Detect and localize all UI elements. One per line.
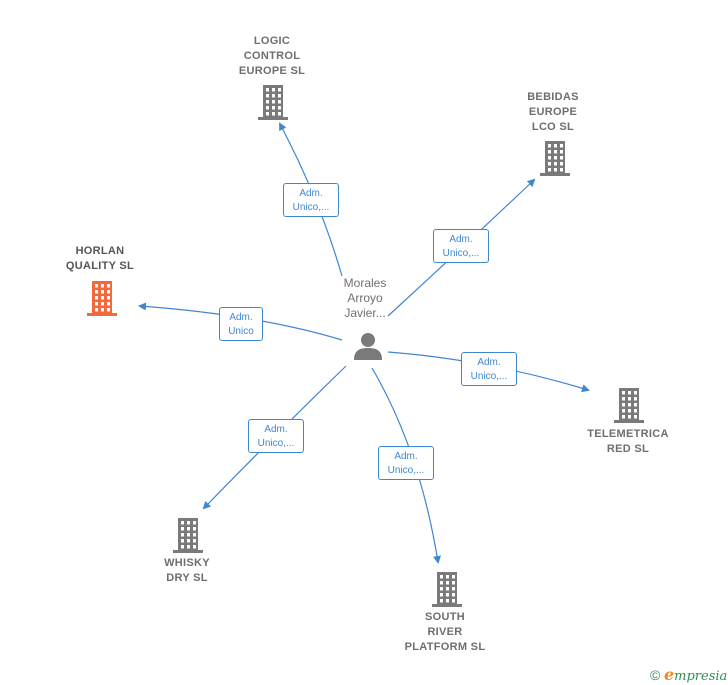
company-name-line: CONTROL bbox=[243, 50, 301, 62]
company-label-telemetrica-red-sl[interactable]: TELEMETRICA RED SL bbox=[558, 427, 698, 457]
empresia-logo[interactable]: empresia bbox=[663, 665, 728, 684]
company-name-line: LCO SL bbox=[531, 121, 575, 133]
relationship-line: Adm. bbox=[449, 234, 473, 245]
relationship-line: Unico,... bbox=[442, 248, 480, 259]
relationship-badge-bebidas-europe-lco-sl[interactable]: Adm. Unico,... bbox=[433, 229, 489, 263]
company-name-line: SOUTH bbox=[425, 611, 465, 623]
center-person-name[interactable]: Morales Arroyo Javier... bbox=[343, 276, 387, 320]
company-label-bebidas-europe-lco-sl[interactable]: BEBIDAS EUROPE LCO SL bbox=[483, 90, 623, 135]
relationship-line: Unico,... bbox=[257, 438, 295, 449]
building-icon[interactable] bbox=[613, 387, 645, 423]
relationship-line: Unico bbox=[228, 326, 254, 337]
company-name-line: RIVER bbox=[427, 626, 463, 638]
company-name-line: RED SL bbox=[606, 443, 650, 455]
relationship-line: Unico,... bbox=[387, 465, 425, 476]
company-name-line: TELEMETRICA bbox=[587, 428, 669, 440]
relationship-line: Adm. bbox=[477, 357, 501, 368]
relationship-badge-whisky-dry-sl[interactable]: Adm. Unico,... bbox=[248, 419, 304, 453]
relationship-badge-horlan-quality-sl[interactable]: Adm. Unico bbox=[219, 307, 263, 341]
footer-brand: © empresia bbox=[650, 665, 727, 684]
relationship-line: Adm. bbox=[299, 188, 323, 199]
relationship-badge-logic-control-europe-sl[interactable]: Adm. Unico,... bbox=[283, 183, 339, 217]
company-name-line: BEBIDAS bbox=[527, 91, 579, 103]
building-icon[interactable] bbox=[431, 571, 463, 607]
company-label-whisky-dry-sl[interactable]: WHISKY DRY SL bbox=[117, 556, 257, 586]
building-icon[interactable] bbox=[257, 84, 289, 120]
relationship-line: Adm. bbox=[394, 451, 418, 462]
building-icon[interactable] bbox=[539, 140, 571, 176]
building-icon[interactable] bbox=[86, 280, 118, 316]
company-name-line: WHISKY bbox=[164, 557, 210, 569]
company-label-logic-control-europe-sl[interactable]: LOGIC CONTROL EUROPE SL bbox=[202, 34, 342, 79]
relationship-line: Adm. bbox=[229, 312, 253, 323]
relationship-badge-telemetrica-red-sl[interactable]: Adm. Unico,... bbox=[461, 352, 517, 386]
company-name-line: EUROPE SL bbox=[238, 65, 306, 77]
company-name-line: QUALITY SL bbox=[65, 260, 135, 272]
company-label-horlan-quality-sl[interactable]: HORLAN QUALITY SL bbox=[30, 244, 170, 274]
relationship-line: Adm. bbox=[264, 424, 288, 435]
company-label-south-river-platform-sl[interactable]: SOUTH RIVER PLATFORM SL bbox=[375, 610, 515, 655]
relationship-badge-south-river-platform-sl[interactable]: Adm. Unico,... bbox=[378, 446, 434, 480]
relationship-line: Unico,... bbox=[292, 202, 330, 213]
company-name-line: PLATFORM SL bbox=[404, 641, 486, 653]
company-name-line: EUROPE bbox=[528, 106, 578, 118]
relationship-line: Unico,... bbox=[470, 371, 508, 382]
company-name-line: DRY SL bbox=[166, 572, 208, 584]
person-icon[interactable] bbox=[353, 331, 383, 361]
company-name-line: LOGIC bbox=[253, 35, 291, 47]
copyright-icon: © bbox=[650, 667, 661, 683]
company-name-line: HORLAN bbox=[75, 245, 125, 257]
building-icon[interactable] bbox=[172, 517, 204, 553]
